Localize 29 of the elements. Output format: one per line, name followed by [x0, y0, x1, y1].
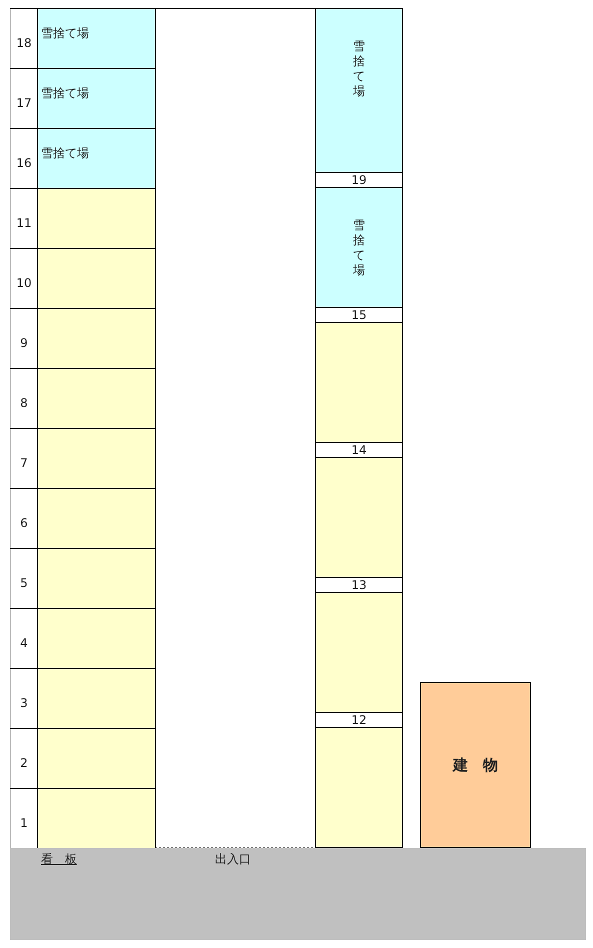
space-number: 19	[315, 172, 403, 188]
building: 建 物	[420, 682, 531, 848]
space-number: 15	[315, 307, 403, 323]
parking-space	[37, 488, 156, 549]
parking-space	[37, 548, 156, 609]
space-number: 12	[315, 712, 403, 728]
snow-dump-area: 雪捨て場	[315, 8, 403, 173]
snow-dump-area: 雪捨て場	[37, 68, 156, 129]
parking-space	[315, 592, 403, 713]
parking-space	[315, 322, 403, 443]
space-number: 13	[315, 577, 403, 593]
parking-space	[315, 457, 403, 578]
parking-space	[37, 188, 156, 249]
space-number: 14	[315, 442, 403, 458]
parking-space	[37, 788, 156, 849]
parking-space	[37, 668, 156, 729]
road	[10, 848, 586, 940]
snow-dump-area: 雪捨て場	[315, 187, 403, 308]
parking-space	[37, 728, 156, 789]
parking-space	[315, 727, 403, 848]
parking-space	[37, 248, 156, 309]
parking-space	[37, 368, 156, 429]
sign-label: 看 板	[41, 851, 77, 868]
parking-space	[37, 608, 156, 669]
snow-dump-area: 雪捨て場	[37, 128, 156, 189]
parking-space	[37, 308, 156, 369]
snow-dump-area: 雪捨て場	[37, 8, 156, 69]
entrance-label: 出入口	[215, 851, 251, 868]
parking-space	[37, 428, 156, 489]
